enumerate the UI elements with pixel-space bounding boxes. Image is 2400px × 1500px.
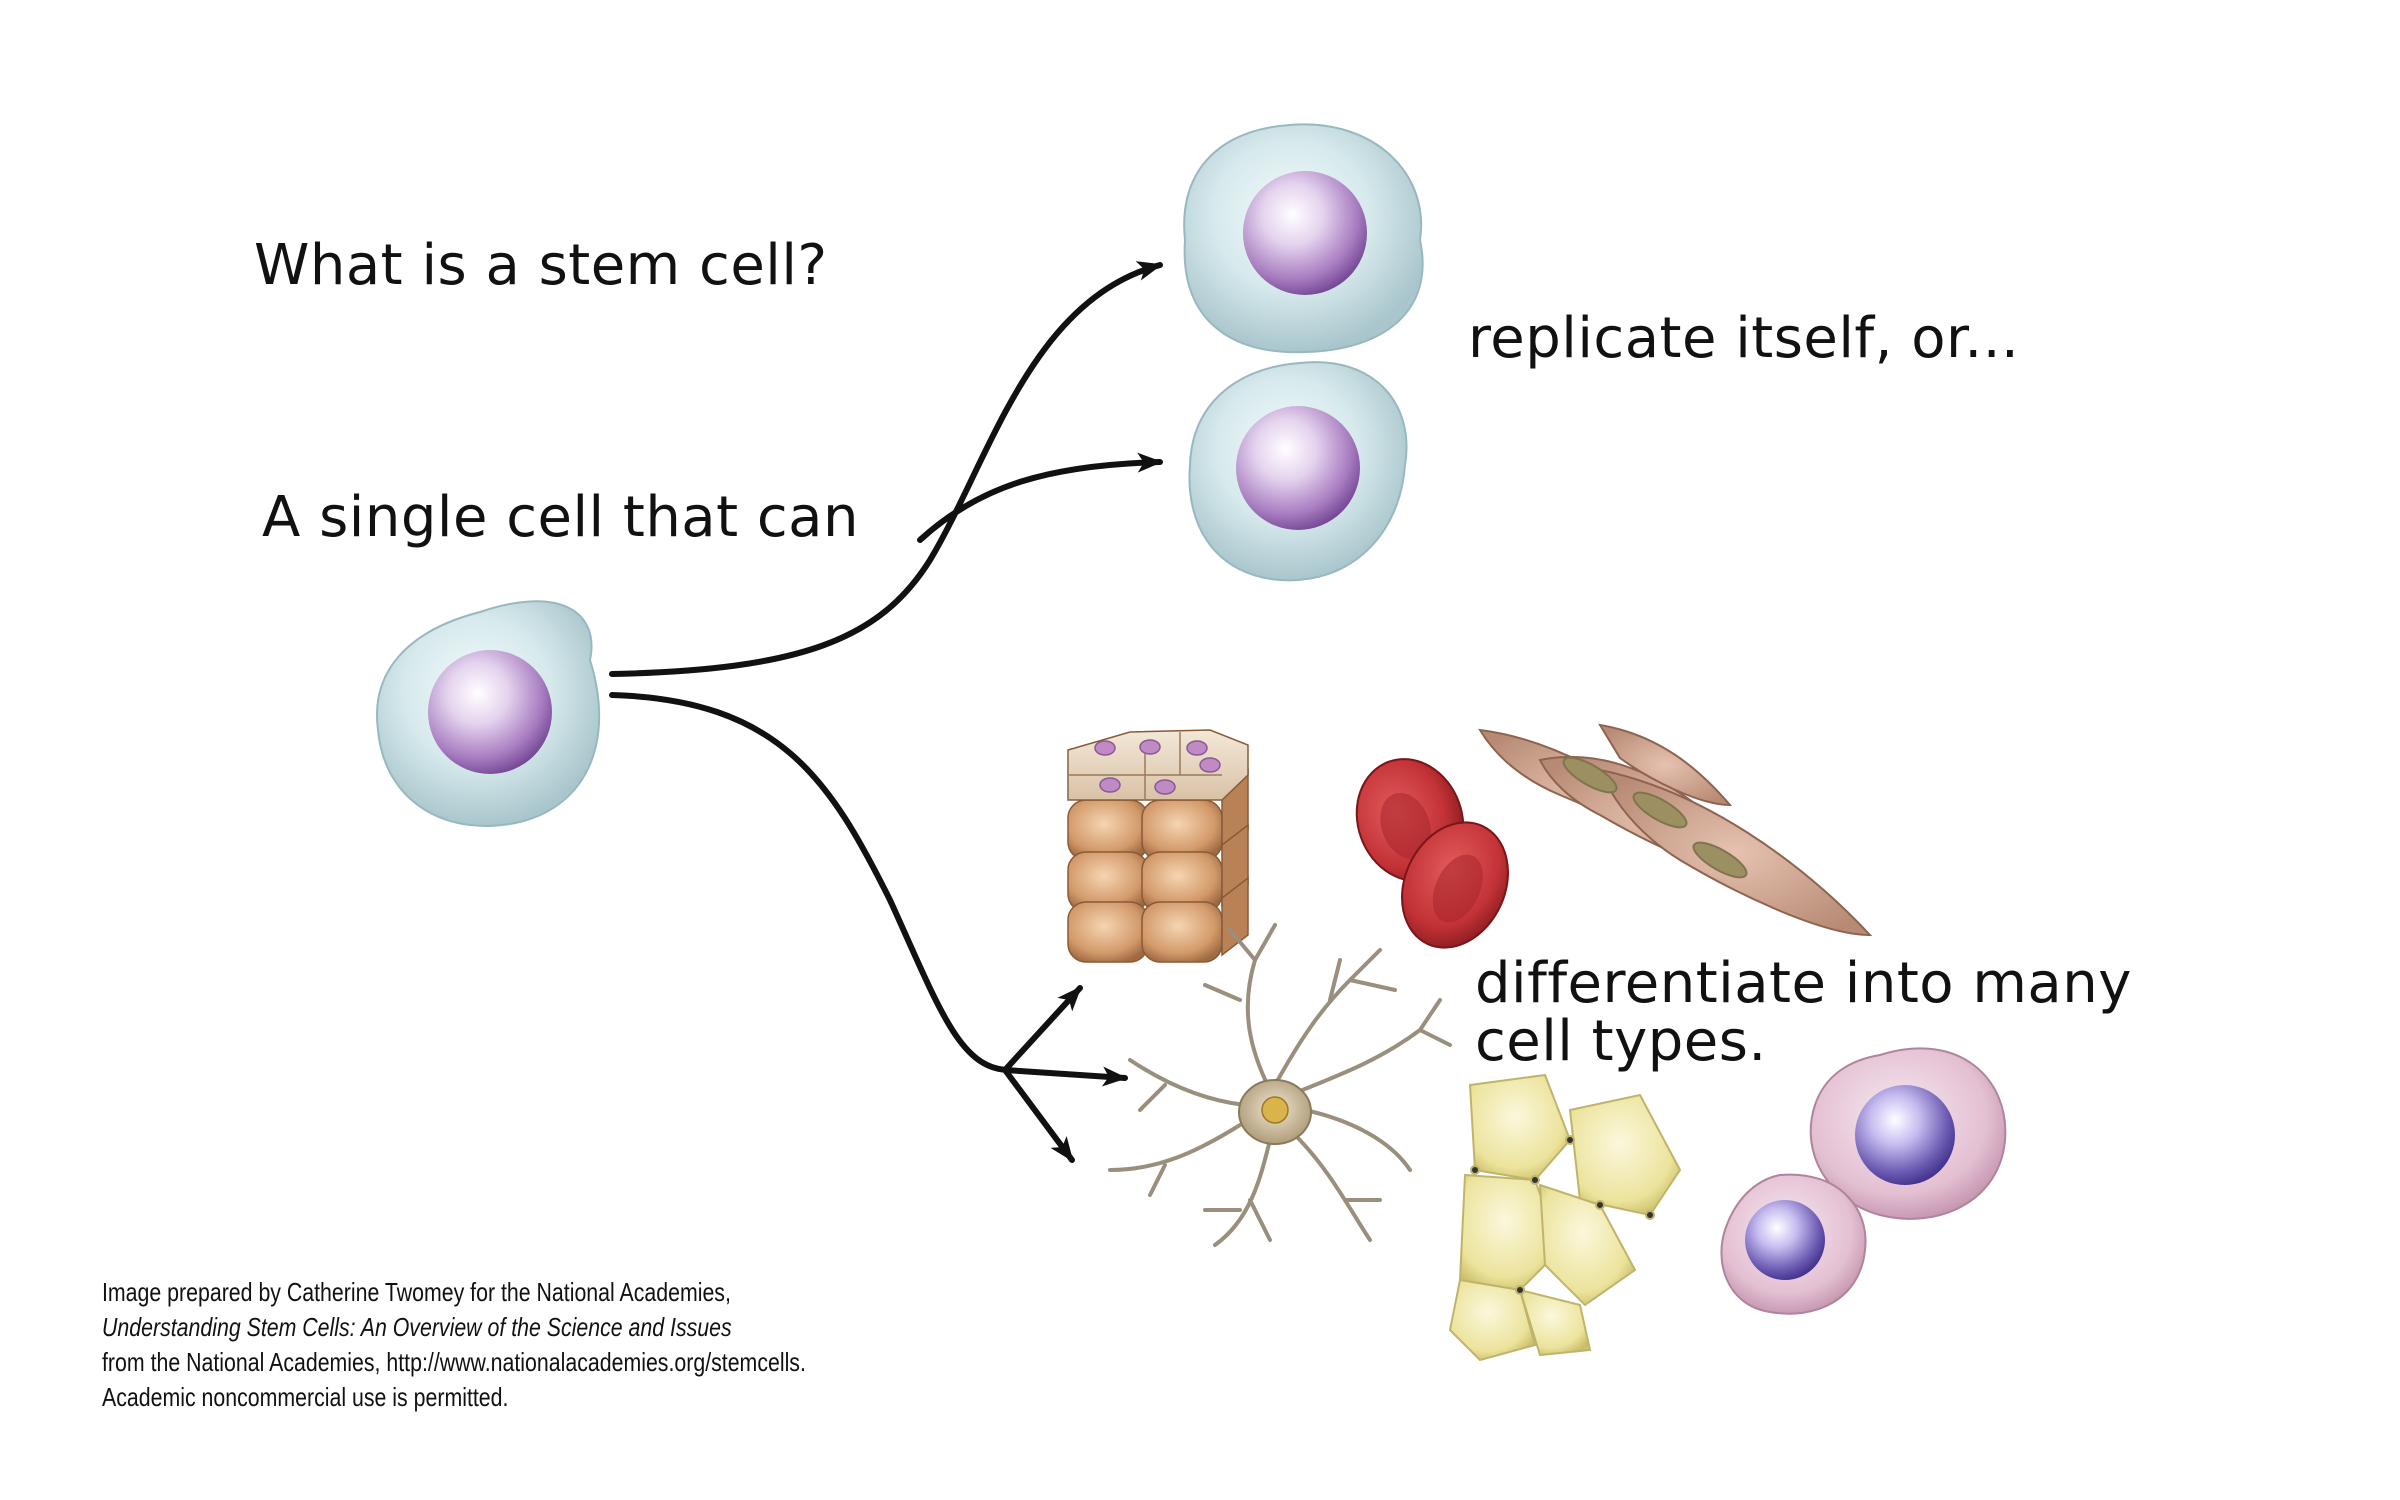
daughter-cell-bottom <box>1188 361 1408 582</box>
red-blood-cells <box>1355 758 1509 949</box>
replicate-label: replicate itself, or... <box>1468 306 2020 371</box>
immune-cells <box>1720 1047 2007 1315</box>
daughter-cell-top <box>1183 123 1424 354</box>
division-arrows <box>609 261 1163 1163</box>
credit-line-1: Image prepared by Catherine Twomey for t… <box>102 1277 731 1307</box>
arrow-branch-right <box>1002 1066 1128 1087</box>
differentiate-line-2: cell types. <box>1475 1009 1767 1074</box>
muscle-cells <box>1478 723 1873 937</box>
fat-cells <box>1448 1073 1682 1362</box>
arrow-branch-down <box>1002 1067 1075 1163</box>
arrow-branch-up <box>1002 985 1083 1073</box>
epithelial-cells <box>1067 729 1249 963</box>
diagram-title: What is a stem cell? <box>254 233 828 298</box>
neuron-cell <box>1108 923 1452 1247</box>
differentiate-label: differentiate into many cell types. <box>1475 955 2132 1071</box>
stem-cell <box>376 600 601 827</box>
credit-line-3: from the National Academies, http://www.… <box>102 1347 806 1377</box>
differentiate-line-1: differentiate into many <box>1475 951 2132 1016</box>
arrow-to-replicate-top <box>609 261 1163 677</box>
arrow-to-differentiate <box>609 692 1013 1073</box>
credit-line-4: Academic noncommercial use is permitted. <box>102 1382 509 1412</box>
image-credit: Image prepared by Catherine Twomey for t… <box>102 1275 806 1415</box>
credit-line-2: Understanding Stem Cells: An Overview of… <box>102 1312 732 1342</box>
arrow-to-replicate-bottom <box>917 452 1163 543</box>
intro-label: A single cell that can <box>262 485 859 550</box>
